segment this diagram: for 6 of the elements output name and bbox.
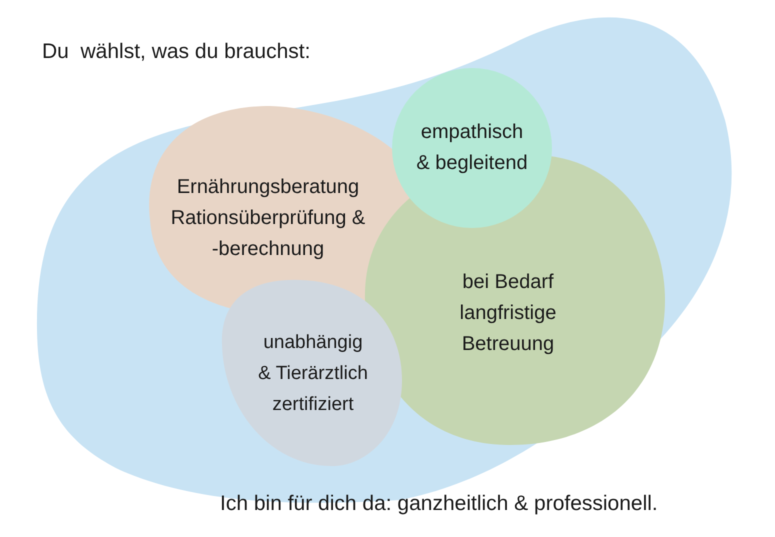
node-text: unabhängig & Tierärztlich zertifiziert: [257, 330, 369, 416]
node-text: Ernährungsberatung Rationsüberprüfung & -berechnung: [170, 174, 366, 262]
caption: Ich bin für dich da: ganzheitlich & professionell.: [220, 491, 658, 517]
node-text: bei Bedarf langfristige Betreuung: [458, 270, 558, 356]
node-text: empathisch & begleitend: [415, 120, 529, 176]
title: Du wählst, was du brauchst:: [42, 39, 310, 65]
